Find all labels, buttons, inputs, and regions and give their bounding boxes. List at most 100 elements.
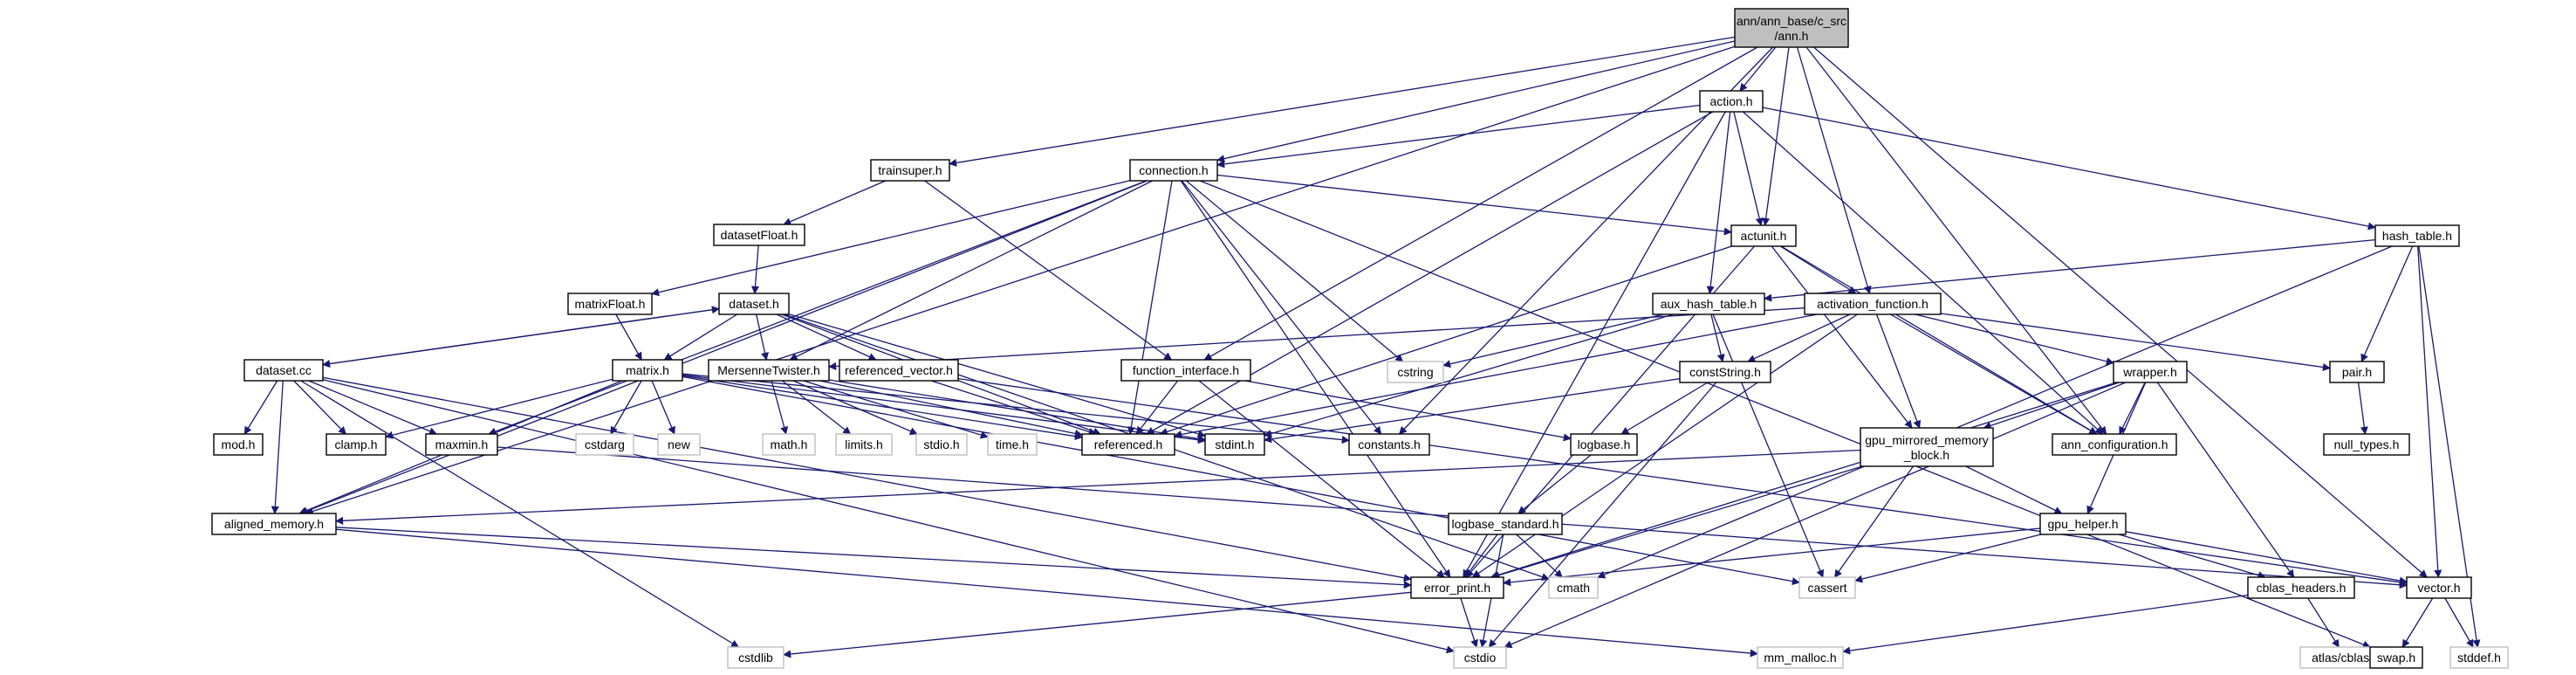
edge-connection-h-to-swap-h [1199, 180, 2371, 649]
node-label: error_print.h [1424, 581, 1490, 595]
node-time-h[interactable]: time.h [987, 433, 1038, 456]
node-wrapper-h[interactable]: wrapper.h [2113, 361, 2188, 383]
node-mm-malloc-h[interactable]: mm_malloc.h [1757, 646, 1844, 669]
node-box [915, 433, 968, 456]
node-label: actunit.h [1741, 229, 1787, 243]
node-function-interface-h[interactable]: function_interface.h [1120, 359, 1251, 382]
node-actunit-h[interactable]: actunit.h [1730, 224, 1797, 247]
node-limits-h[interactable]: limits.h [835, 433, 893, 456]
node-label: _block.h [1903, 448, 1949, 462]
node-box [1081, 433, 1175, 456]
edge-constString-h-to-logbase-h [1620, 382, 1709, 435]
edge-MersenneTwister-h-to-referenced-h [819, 380, 1083, 437]
node-label: stdint.h [1215, 437, 1254, 451]
node-box [2449, 646, 2509, 669]
node-gpu-helper-h[interactable]: gpu_helper.h [2039, 513, 2127, 535]
node-error-print-h[interactable]: error_print.h [1410, 576, 1504, 599]
node-new[interactable]: new [657, 433, 701, 456]
edge-dataset-cc-to-mod-h [243, 380, 278, 435]
node-box [1804, 293, 1942, 315]
node-label: mod.h [222, 437, 256, 451]
edge-matrix-h-to-referenced-h [682, 375, 1083, 441]
node-clamp-h[interactable]: clamp.h [325, 433, 387, 456]
node-swap-h[interactable]: swap.h [2369, 646, 2423, 669]
node-box [1453, 646, 1507, 669]
node-referenced-vector-h[interactable]: referenced_vector.h [839, 359, 959, 382]
edge-gpu-helper-h-to-error-print-h [1503, 527, 2041, 587]
edge-connection-h-to-aligned-memory-h [299, 180, 1148, 515]
edge-logbase-standard-h-to-error-print-h [1464, 534, 1498, 578]
node-cstdlib[interactable]: cstdlib [727, 646, 784, 669]
edge-aux-hash-table-h-to-stdint-h [1264, 313, 1674, 437]
node-box [1204, 433, 1265, 456]
node-aligned-memory-h[interactable]: aligned_memory.h [211, 513, 337, 535]
node-root[interactable]: ann/ann_base/c_src/ann.h [1734, 8, 1849, 48]
node-cassert[interactable]: cassert [1798, 576, 1856, 599]
edge-MersenneTwister-h-to-math-h [771, 380, 789, 435]
node-gpu-mirrored-memory-block-h[interactable]: gpu_mirrored_memory_block.h [1860, 427, 1994, 467]
edge-root-to-function-interface-h [1203, 46, 1758, 361]
node-ann-configuration-h[interactable]: ann_configuration.h [2052, 433, 2177, 456]
node-box [2323, 433, 2410, 456]
node-label: cstdio [1464, 651, 1497, 665]
node-action-h[interactable]: action.h [1699, 90, 1764, 113]
node-label: stddef.h [2457, 651, 2501, 665]
edge-wrapper-h-to-error-print-h [1490, 382, 2117, 579]
node-logbase-h[interactable]: logbase.h [1570, 433, 1638, 456]
edge-aux-hash-table-h-to-constString-h [1710, 313, 1725, 362]
node-label: limits.h [845, 437, 883, 451]
node-constString-h[interactable]: constString.h [1679, 361, 1771, 383]
edge-aligned-memory-h-to-error-print-h [335, 527, 1412, 589]
node-aux-hash-table-h[interactable]: aux_hash_table.h [1652, 293, 1765, 315]
edge-action-h-to-hash-table-h [1762, 107, 2376, 231]
node-hash-table-h[interactable]: hash_table.h [2374, 224, 2460, 247]
node-label: activation_function.h [1817, 297, 1929, 311]
node-stddef-h[interactable]: stddef.h [2449, 646, 2509, 669]
edge-actunit-h-to-referenced-h [1159, 245, 1732, 436]
node-box [987, 433, 1038, 456]
node-box [1730, 224, 1797, 247]
node-label: time.h [996, 437, 1029, 451]
node-logbase-standard-h[interactable]: logbase_standard.h [1448, 513, 1563, 535]
node-stdio-h[interactable]: stdio.h [915, 433, 968, 456]
node-box [325, 433, 387, 456]
edge-matrix-h-to-constants-h [682, 373, 1350, 444]
node-matrix-h[interactable]: matrix.h [612, 359, 683, 382]
edge-connection-h-to-cstring [1185, 180, 1404, 362]
node-matrixFloat-h[interactable]: matrixFloat.h [567, 293, 653, 315]
node-dataset-cc[interactable]: dataset.cc [243, 359, 324, 382]
node-label: gpu_helper.h [2048, 517, 2119, 531]
node-datasetFloat-h[interactable]: datasetFloat.h [713, 224, 805, 246]
node-stdint-h[interactable]: stdint.h [1204, 433, 1265, 456]
node-mod-h[interactable]: mod.h [213, 433, 264, 456]
node-trainsuper-h[interactable]: trainsuper.h [870, 159, 950, 182]
node-label: maxmin.h [435, 437, 489, 451]
node-vector-h[interactable]: vector.h [2406, 576, 2472, 599]
node-box [835, 433, 893, 456]
node-box [1679, 361, 1771, 383]
node-math-h[interactable]: math.h [762, 433, 816, 456]
node-maxmin-h[interactable]: maxmin.h [425, 433, 498, 456]
edge-connection-h-to-constants-h [1181, 180, 1382, 435]
edge-vector-h-to-stddef-h [2444, 597, 2474, 648]
node-activation-function-h[interactable]: activation_function.h [1804, 293, 1942, 315]
node-connection-h[interactable]: connection.h [1129, 159, 1218, 182]
edge-gpu-helper-h-to-cblas-headers-h [2118, 534, 2266, 580]
dependency-edges [243, 36, 2481, 658]
node-pair-h[interactable]: pair.h [2329, 361, 2385, 383]
edge-connection-h-to-actunit-h [1216, 174, 1732, 236]
node-dataset-h[interactable]: dataset.h [718, 293, 790, 315]
node-cstdarg[interactable]: cstdarg [575, 433, 634, 456]
edge-dataset-cc-to-dataset-h [322, 306, 720, 366]
node-referenced-h[interactable]: referenced.h [1081, 433, 1175, 456]
node-label: datasetFloat.h [721, 228, 798, 242]
node-null-types-h[interactable]: null_types.h [2323, 433, 2410, 456]
node-cmath[interactable]: cmath [1548, 576, 1599, 599]
node-box [2052, 433, 2177, 456]
node-cstring[interactable]: cstring [1387, 361, 1444, 383]
node-label: dataset.h [729, 297, 779, 311]
node-cblas-headers-h[interactable]: cblas_headers.h [2247, 576, 2355, 599]
node-constants-h[interactable]: constants.h [1348, 433, 1430, 456]
node-MersenneTwister-h[interactable]: MersenneTwister.h [708, 359, 830, 382]
node-cstdio[interactable]: cstdio [1453, 646, 1507, 669]
